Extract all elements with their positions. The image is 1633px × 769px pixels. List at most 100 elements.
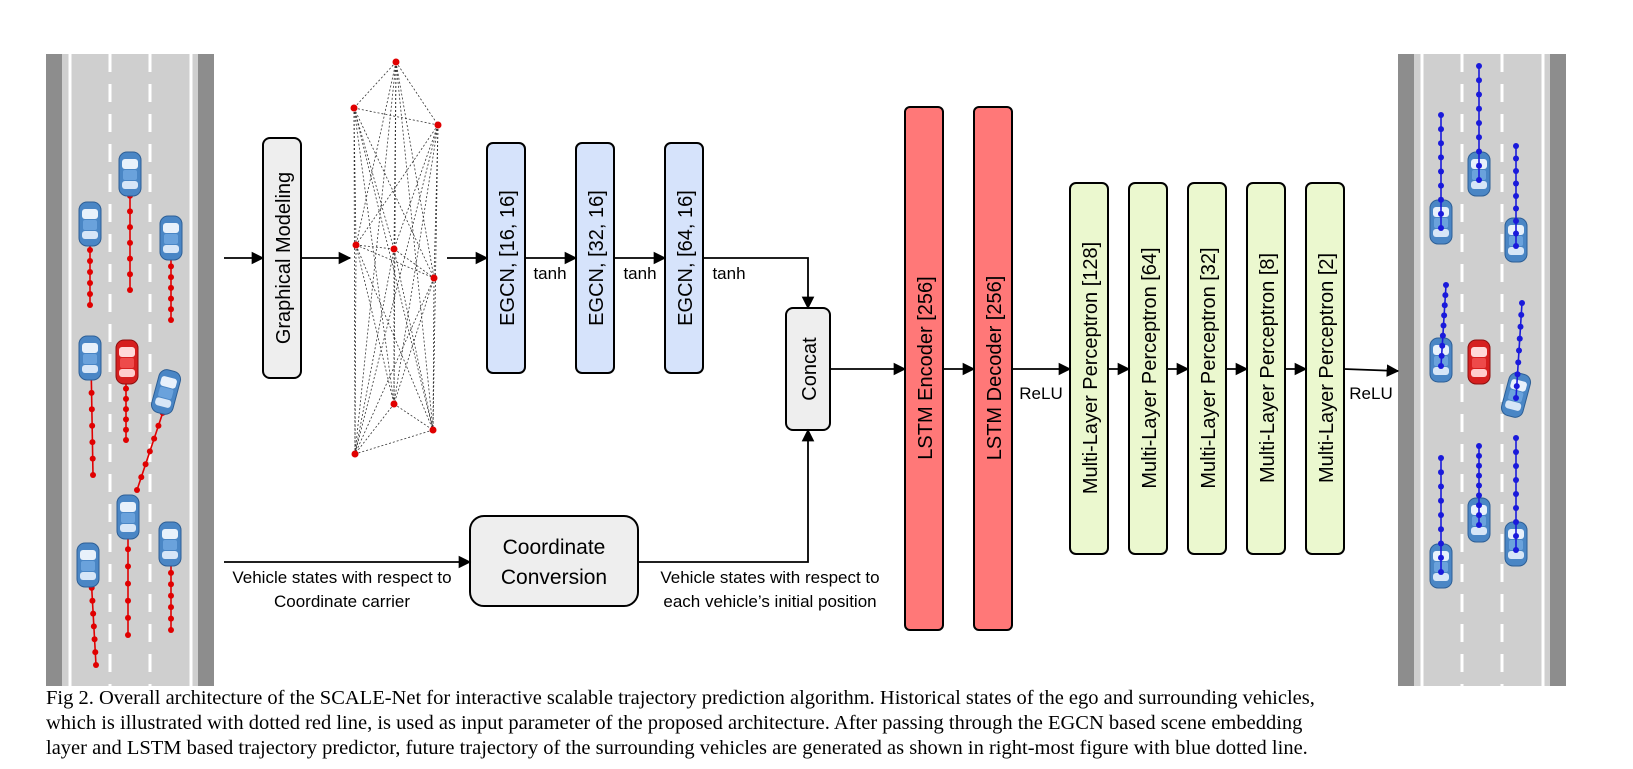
concat-block: Concat: [785, 307, 831, 431]
future-point: [1438, 140, 1444, 147]
graph-edge: [355, 124, 439, 246]
relu-label-2: ReLU: [1349, 384, 1392, 403]
history-point: [134, 487, 140, 493]
future-point: [1513, 205, 1519, 212]
history-point: [89, 439, 96, 446]
lstm-encoder-label: LSTM Encoder [256]: [915, 276, 937, 459]
history-point: [168, 317, 174, 323]
converted-states-label-2: each vehicle’s initial position: [663, 592, 876, 611]
future-point: [1438, 168, 1444, 175]
future-point: [1443, 282, 1449, 288]
history-point: [127, 287, 133, 293]
ego-vehicle: [1467, 339, 1491, 385]
history-point: [168, 569, 174, 576]
history-point: [87, 291, 93, 297]
history-point: [87, 302, 93, 308]
future-point: [1476, 77, 1482, 84]
history-point: [151, 435, 158, 442]
caption-line-1: Fig 2. Overall architecture of the SCALE…: [46, 687, 1315, 709]
graph-edge: [353, 61, 397, 109]
egcn-block-2: EGCN, [32, 16]: [575, 142, 615, 374]
future-point: [1438, 569, 1444, 575]
surrounding-vehicle: [78, 335, 102, 381]
future-point: [1518, 311, 1525, 318]
graph-edge: [355, 244, 395, 405]
history-point: [123, 416, 129, 423]
history-point: [168, 263, 174, 270]
graph-edge: [393, 124, 439, 250]
future-point: [1476, 462, 1482, 469]
graph-edge: [354, 61, 397, 455]
future-point: [1476, 63, 1482, 69]
future-point: [1438, 540, 1444, 547]
graph-node: [351, 450, 359, 458]
graph-node: [350, 104, 358, 112]
future-point: [1519, 300, 1525, 306]
history-point: [90, 610, 97, 617]
history-point: [87, 269, 93, 275]
graph-edge: [433, 124, 439, 279]
future-point: [1441, 312, 1448, 319]
tanh-label-2: tanh: [623, 264, 656, 283]
future-trajectories: [1438, 63, 1525, 575]
future-point: [1513, 463, 1519, 469]
mlp-block-4: Multi-Layer Perceptron [8]: [1246, 182, 1286, 555]
graph-edge: [355, 61, 397, 246]
surrounding-vehicle: [116, 494, 140, 540]
future-point: [1513, 168, 1519, 174]
surrounding-vehicle: [76, 542, 100, 588]
history-point: [125, 632, 131, 638]
coordinate-conversion-block: Coordinate Conversion: [469, 515, 639, 607]
future-point: [1513, 155, 1519, 162]
history-point: [88, 389, 95, 396]
graph-node: [429, 426, 437, 434]
future-point: [1476, 482, 1482, 489]
history-point: [168, 284, 174, 291]
graph-edge: [355, 244, 395, 250]
graphical-modeling-label: Graphical Modeling: [273, 172, 295, 344]
future-point: [1438, 363, 1444, 369]
history-point: [123, 395, 129, 402]
converted-states-label-1: Vehicle states with respect to: [660, 568, 879, 587]
mlp-block-1: Multi-Layer Perceptron [128]: [1069, 182, 1109, 555]
graph-edge: [395, 61, 439, 126]
history-point: [127, 239, 133, 246]
history-point: [168, 306, 174, 313]
future-point: [1476, 162, 1482, 169]
graph-node: [352, 241, 360, 249]
history-point: [89, 422, 96, 429]
future-point: [1513, 180, 1519, 187]
graph-edge: [353, 107, 395, 250]
egcn-block-3: EGCN, [64, 16]: [664, 142, 704, 374]
future-point: [1476, 502, 1482, 509]
history-point: [127, 208, 133, 215]
future-point: [1476, 91, 1482, 98]
future-point: [1438, 182, 1444, 189]
history-point: [87, 258, 93, 264]
future-point: [1515, 359, 1522, 366]
lstm-decoder-block: LSTM Decoder [256]: [973, 106, 1013, 631]
graph-edge: [353, 107, 434, 431]
future-point: [1513, 383, 1520, 390]
egcn-1-label: EGCN, [16, 16]: [497, 190, 519, 326]
history-point: [87, 247, 93, 253]
future-point: [1476, 452, 1482, 459]
future-point: [1516, 335, 1523, 342]
future-point: [1513, 519, 1519, 525]
future-point: [1476, 443, 1482, 449]
concat-label: Concat: [799, 337, 821, 401]
graph-edge: [355, 244, 434, 431]
history-point: [89, 597, 96, 604]
history-point: [88, 406, 95, 413]
future-point: [1513, 533, 1519, 539]
flow-arrows: [224, 251, 1400, 569]
future-point: [1441, 302, 1448, 309]
coordinate-conversion-label-2: Conversion: [501, 566, 607, 589]
surrounding-vehicle: [78, 201, 102, 247]
history-point: [123, 406, 129, 413]
input-states-label-1: Vehicle states with respect to: [232, 568, 451, 587]
future-point: [1516, 347, 1522, 354]
history-point: [125, 563, 131, 570]
future-point: [1438, 497, 1444, 504]
future-point: [1513, 435, 1519, 441]
